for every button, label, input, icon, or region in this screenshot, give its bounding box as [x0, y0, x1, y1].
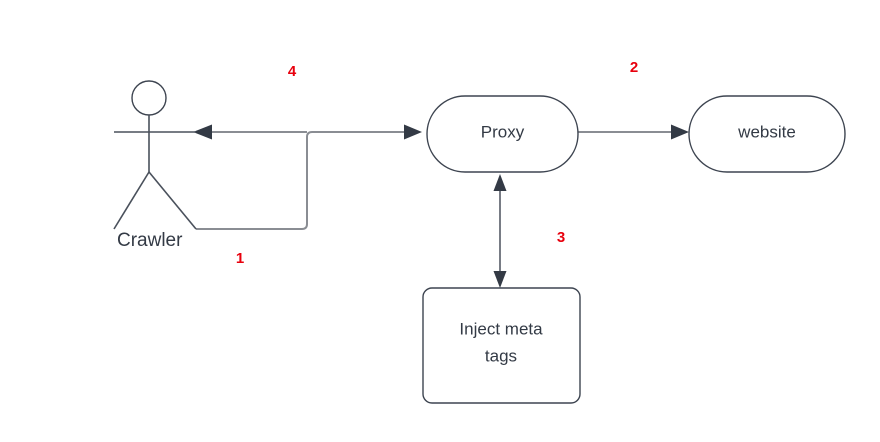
step-label-4: 4: [288, 63, 297, 80]
edge-4-arrowhead: [193, 124, 212, 140]
step-label-1: 1: [236, 250, 244, 267]
step-label-3: 3: [557, 229, 565, 246]
node-proxy[interactable]: Proxy: [426, 95, 579, 173]
edge-2-arrowhead: [671, 124, 689, 140]
inject-meta-tags-shape: [422, 287, 581, 404]
edge-3-arrowhead-up: [493, 174, 507, 191]
proxy-label: Proxy: [481, 122, 525, 141]
node-inject-meta-tags[interactable]: Inject meta tags: [422, 287, 581, 404]
edge-4-proxy-to-crawler: [193, 124, 307, 140]
website-shape: [688, 95, 846, 173]
crawler-label: Crawler: [117, 230, 183, 251]
crawler-head-icon: [131, 80, 167, 116]
proxy-shape: [426, 95, 579, 173]
edge-3-arrowhead-down: [493, 271, 507, 288]
edge-3-proxy-to-inject: [493, 174, 507, 288]
website-label: website: [737, 122, 796, 141]
node-website[interactable]: website: [688, 95, 846, 173]
edge-1-path: [196, 131, 406, 230]
edge-1-arrowhead: [404, 124, 422, 140]
crawler-right-leg-line: [148, 171, 197, 230]
node-crawler[interactable]: Crawler: [113, 80, 197, 251]
inject-meta-tags-label-line2: tags: [485, 346, 517, 365]
edge-1-crawler-to-proxy: [196, 124, 422, 230]
crawler-left-leg-line: [113, 171, 150, 230]
inject-meta-tags-label-line1: Inject meta: [459, 319, 543, 338]
edge-2-proxy-to-website: [578, 124, 689, 140]
step-label-2: 2: [630, 59, 638, 76]
